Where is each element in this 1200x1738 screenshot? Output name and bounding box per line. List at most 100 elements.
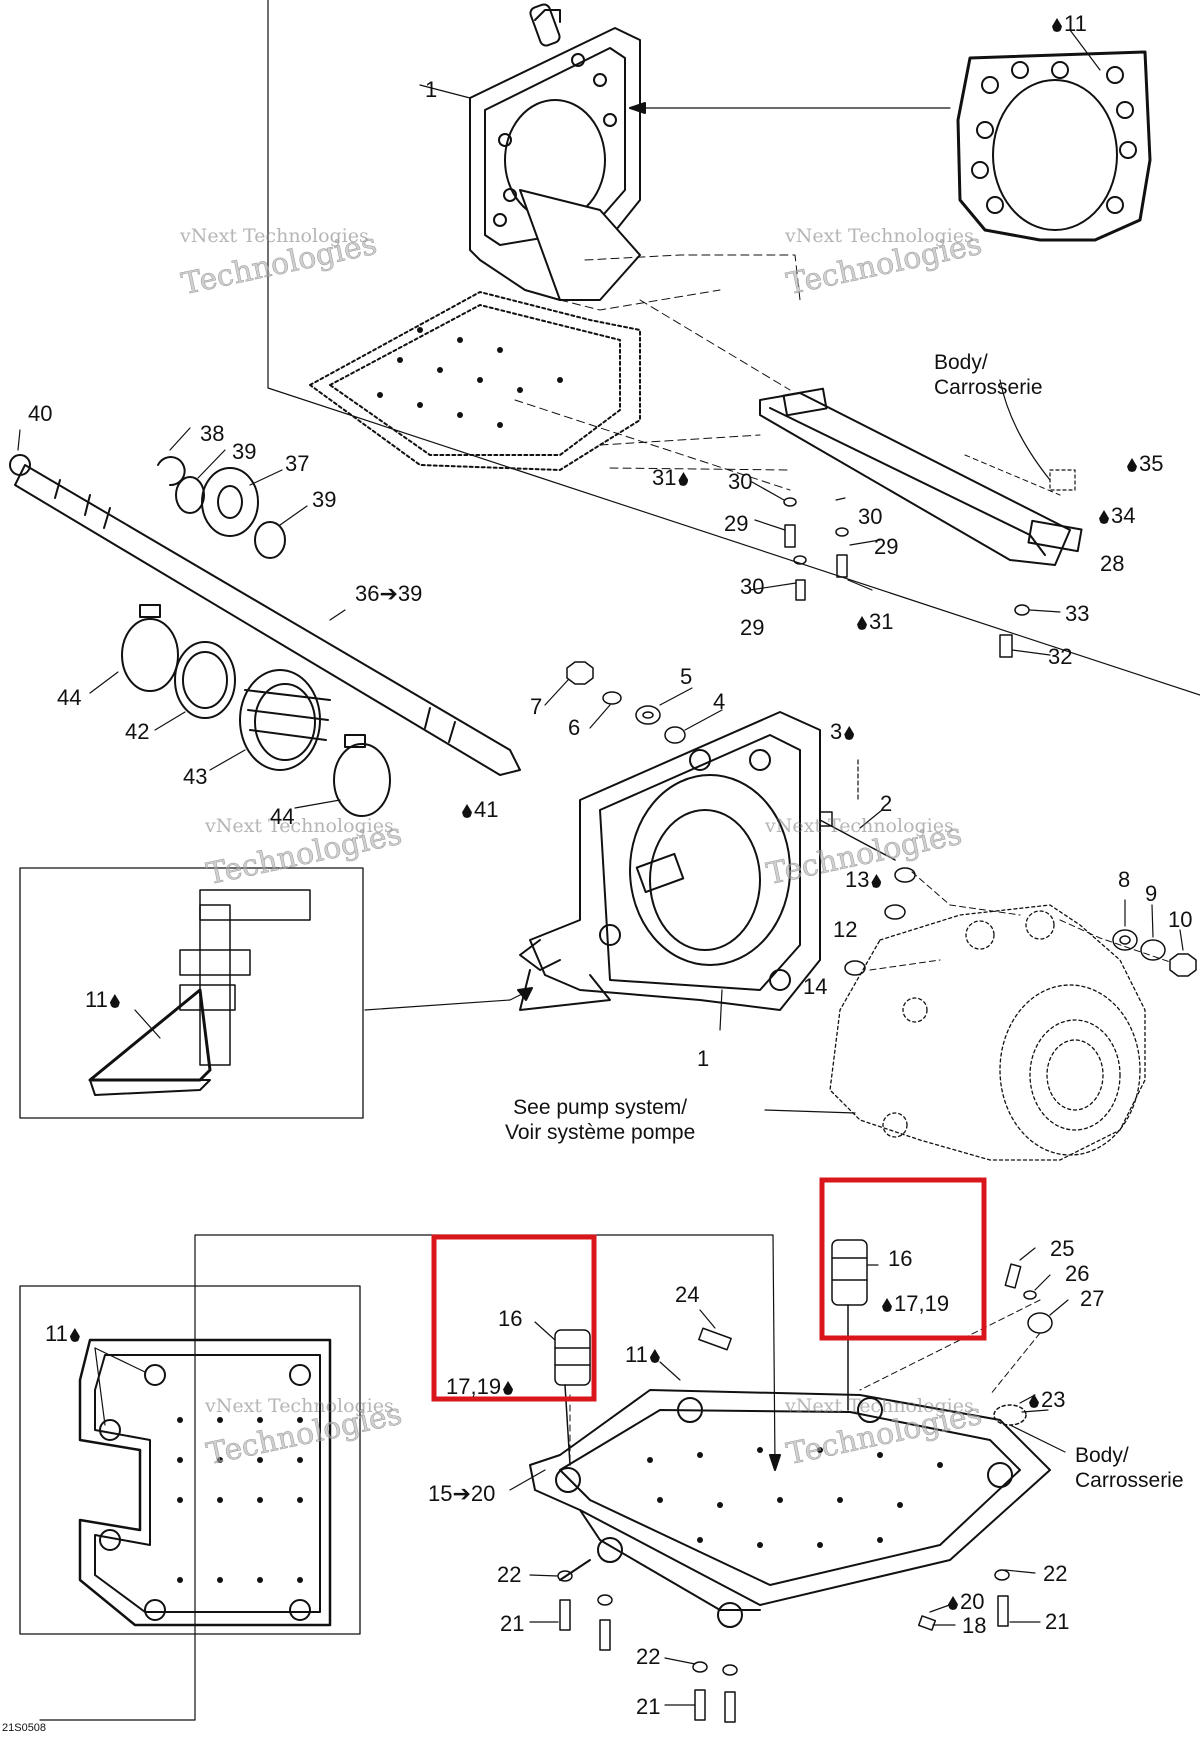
callout-11: 11 — [85, 988, 122, 1012]
callout-17-19: 17,19 — [880, 1292, 949, 1316]
fasteners-bottom — [557, 1263, 1053, 1723]
callout-5: 5 — [680, 664, 693, 689]
callout-27: 27 — [1080, 1286, 1105, 1311]
callout-29: 29 — [724, 511, 749, 536]
callout-26: 26 — [1065, 1261, 1090, 1286]
callout-33: 33 — [1065, 601, 1090, 626]
callout-39: 39 — [232, 439, 257, 464]
callout-10: 10 — [1168, 907, 1193, 932]
callout-7: 7 — [530, 694, 543, 719]
callout-43: 43 — [183, 764, 208, 789]
callout-8: 8 — [1118, 867, 1131, 892]
callout-21: 21 — [500, 1611, 525, 1636]
lubricant-drop-icon — [69, 1328, 80, 1342]
highlight-box-right — [819, 1177, 987, 1341]
callout-22: 22 — [1043, 1561, 1068, 1586]
callout-36-39: 36➔39 — [355, 581, 423, 606]
callout-34: 34 — [1097, 504, 1135, 528]
callout-1: 1 — [697, 1046, 710, 1071]
callout-11-top: 11 — [1050, 12, 1087, 36]
callout-11: 11 — [45, 1322, 82, 1346]
callout-31: 31 — [855, 610, 893, 634]
callout-30: 30 — [728, 469, 753, 494]
lubricant-drop-icon — [871, 874, 882, 888]
callout-44: 44 — [270, 804, 295, 829]
callout-15-20: 15➔20 — [428, 1481, 496, 1506]
callout-29: 29 — [740, 615, 765, 640]
callout-21: 21 — [1045, 1609, 1070, 1634]
lubricant-drop-icon — [462, 804, 472, 818]
washers-4-7 — [566, 661, 686, 744]
support-plate-top — [469, 3, 641, 301]
note-see-pump-system: See pump system/Voir système pompe — [505, 1096, 696, 1144]
ride-plate-holes — [647, 1447, 943, 1548]
callout-13: 13 — [845, 868, 883, 892]
callout-16: 16 — [888, 1246, 913, 1271]
lubricant-drop-icon — [844, 726, 855, 740]
pump-system-housing — [829, 904, 1146, 1161]
callout-30: 30 — [740, 574, 765, 599]
gasket-detail — [956, 50, 1152, 242]
callout-30: 30 — [858, 504, 883, 529]
callout-17-19: 17,19 — [446, 1375, 515, 1399]
lubricant-drop-icon — [1052, 18, 1062, 32]
callout-40: 40 — [28, 401, 53, 426]
fasteners-top — [783, 497, 1030, 658]
callout-1: 1 — [425, 77, 438, 102]
diagram-code: 21S0508 — [2, 1722, 47, 1734]
callout-35: 35 — [1125, 452, 1163, 476]
callout-16: 16 — [498, 1306, 523, 1331]
callout-32: 32 — [1048, 644, 1073, 669]
lubricant-drop-icon — [857, 616, 867, 630]
callout-39: 39 — [312, 487, 337, 512]
lubricant-drop-icon — [503, 1381, 514, 1395]
seals-and-rings — [121, 456, 391, 817]
lubricant-drop-icon — [649, 1349, 660, 1363]
callout-28: 28 — [1100, 551, 1125, 576]
callout-31: 31 — [652, 466, 690, 490]
callout-12: 12 — [833, 917, 858, 942]
bolt-2-3 — [819, 811, 896, 861]
plate-holes — [377, 327, 563, 428]
note-body-bottom: Body/Carrosserie — [1075, 1444, 1184, 1492]
callout-37: 37 — [285, 451, 310, 476]
callout-23: 23 — [1027, 1388, 1065, 1412]
callout-20: 20 — [946, 1590, 984, 1614]
lubricant-drop-icon — [1099, 510, 1109, 524]
ride-plate-bottom — [529, 1389, 1051, 1628]
highlight-box-left — [431, 1234, 597, 1402]
lubricant-drop-icon — [1127, 458, 1137, 472]
inset-holes — [177, 1417, 303, 1583]
callout-41: 41 — [460, 798, 498, 822]
callout-38: 38 — [200, 421, 225, 446]
callout-24: 24 — [675, 1282, 700, 1307]
callout-44: 44 — [57, 685, 82, 710]
callout-22: 22 — [497, 1562, 522, 1587]
callout-2: 2 — [880, 791, 893, 816]
callout-9: 9 — [1145, 881, 1158, 906]
lubricant-drop-icon — [882, 1298, 892, 1312]
inset-box-mid — [19, 867, 364, 1119]
note-body-top: Body/Carrosserie — [934, 351, 1043, 399]
callout-29: 29 — [874, 534, 899, 559]
callout-25: 25 — [1050, 1236, 1075, 1261]
drive-shaft-36 — [9, 454, 521, 776]
lubricant-drop-icon — [678, 472, 689, 486]
callout-22: 22 — [636, 1644, 661, 1669]
callout-42: 42 — [125, 719, 150, 744]
callout-11: 11 — [625, 1343, 662, 1367]
inset-box-bottom — [19, 1285, 361, 1635]
callout-3: 3 — [830, 720, 856, 744]
lubricant-drop-icon — [109, 994, 120, 1008]
callout-6: 6 — [568, 715, 581, 740]
fitting-16-right — [831, 1239, 868, 1411]
callout-21: 21 — [636, 1694, 661, 1719]
ride-plate-top-gasket — [309, 291, 641, 471]
